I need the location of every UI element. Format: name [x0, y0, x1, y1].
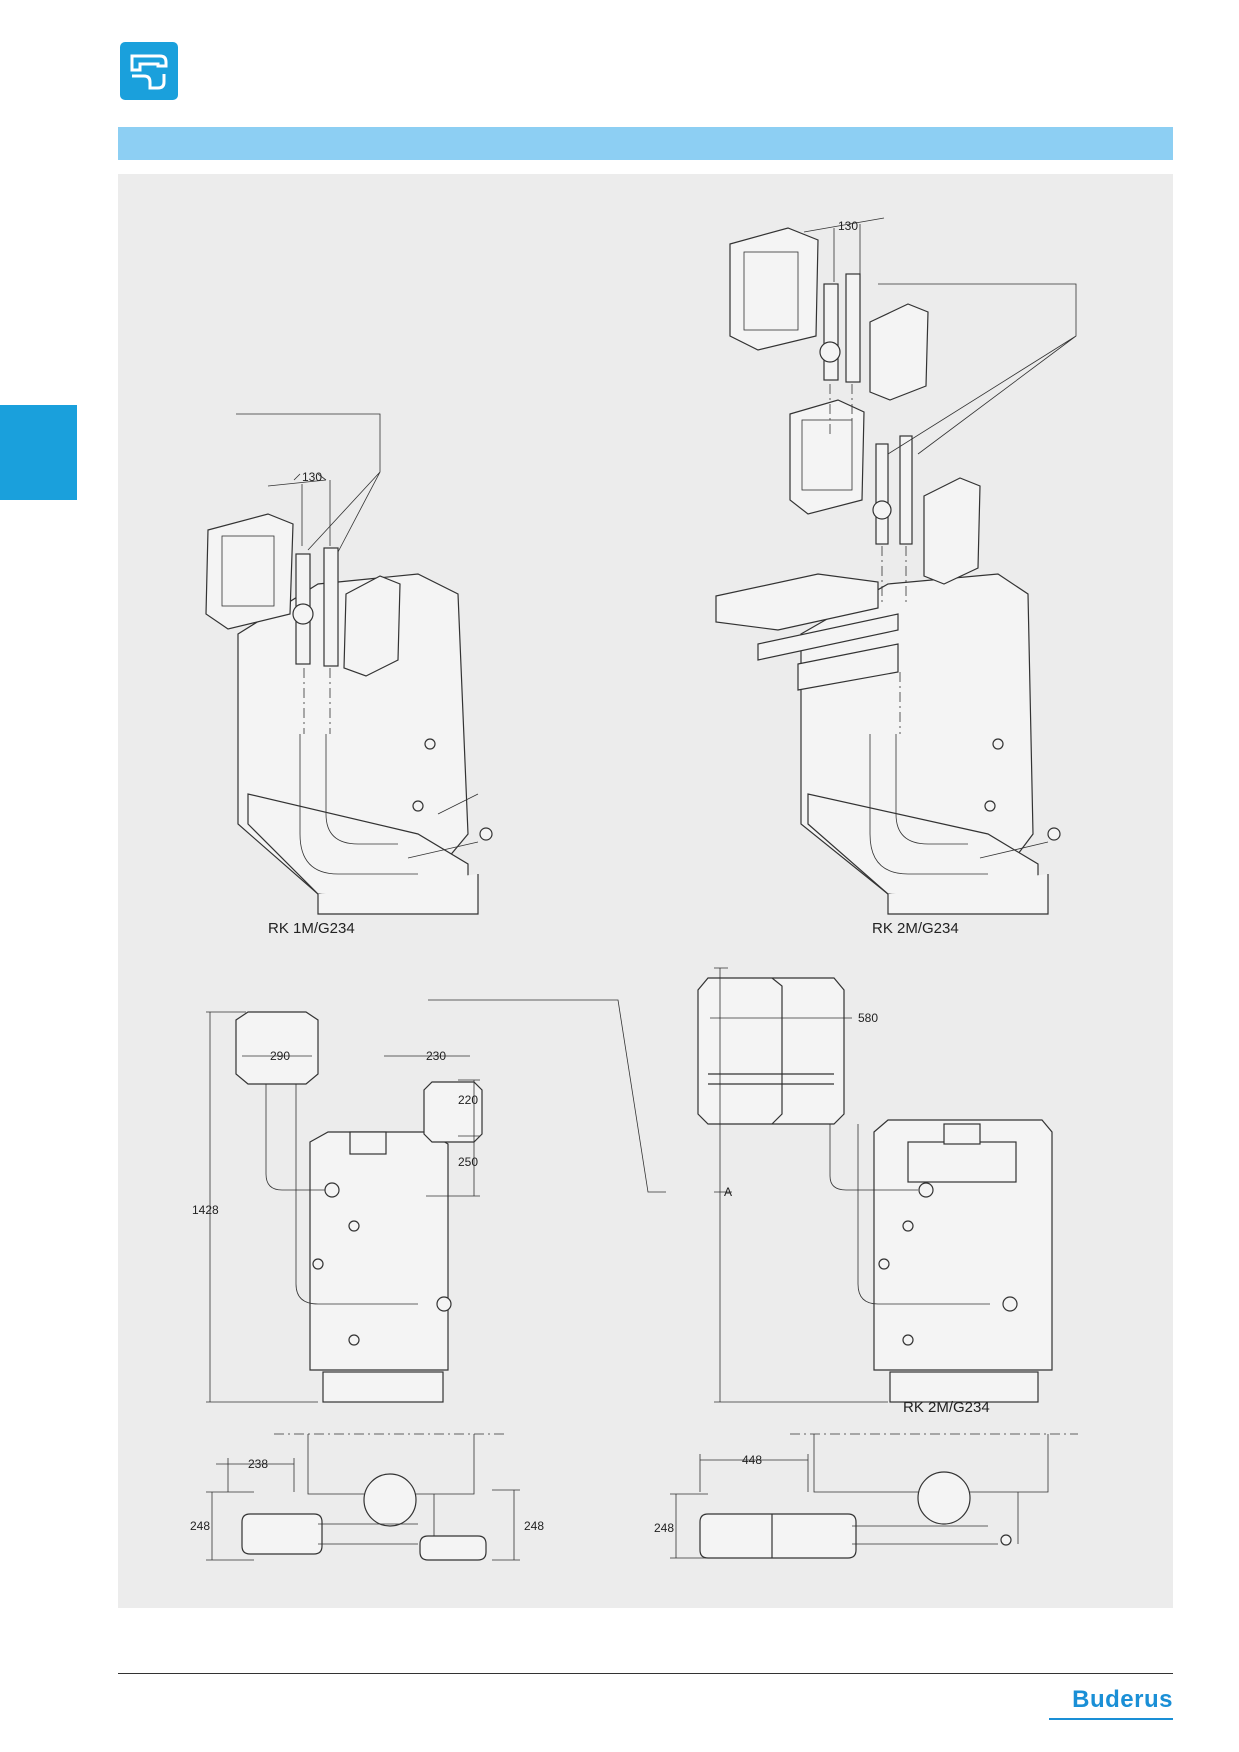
rk2-dim-width: 580 [858, 1011, 878, 1025]
rk2-top-dim-1: 448 [742, 1453, 762, 1467]
rk1-dim-width-a: 290 [270, 1049, 290, 1063]
rk1-dim-h2: 250 [458, 1155, 478, 1169]
brand-underline [1049, 1718, 1173, 1720]
rk1-top-dim-2: 248 [190, 1519, 210, 1533]
rk2-top-dim-2: 248 [654, 1521, 674, 1535]
rk2-dim-130: 130 [838, 219, 858, 233]
rk2-front-drawing: A 580 [697, 967, 1053, 1403]
rk2-top-drawing: 448 248 [654, 1433, 1078, 1559]
rk1-top-dim-1: 238 [248, 1457, 268, 1471]
rk1-dim-height: 1428 [192, 1203, 219, 1217]
rk2-front-label: RK 2M/G234 [903, 1399, 990, 1416]
rk1-front-drawing: 1428 290 230 220 250 [192, 999, 666, 1403]
rk2-dim-height: A [724, 1185, 732, 1199]
rk1-dim-130: 130 [302, 470, 322, 484]
rk2-label: RK 2M/G234 [872, 920, 959, 937]
rk1-top-drawing: 238 248 248 [190, 1433, 544, 1561]
chapter-tab [0, 405, 77, 500]
drawing-panel: 130 RK 1M/G234 [118, 174, 1173, 1608]
rk1-dim-h1: 220 [458, 1093, 478, 1107]
brand-logo: Buderus [1072, 1686, 1173, 1713]
rk1-top-dim-3: 248 [524, 1519, 544, 1533]
footer-rule [118, 1673, 1173, 1674]
rk1-dim-width-b: 230 [426, 1049, 446, 1063]
rk2-exploded-drawing: 130 [715, 217, 1077, 915]
rk1-label: RK 1M/G234 [268, 920, 355, 937]
header-band [118, 127, 1173, 160]
rk1-exploded-drawing: 130 [205, 413, 493, 915]
pipe-fitting-icon [120, 42, 178, 100]
